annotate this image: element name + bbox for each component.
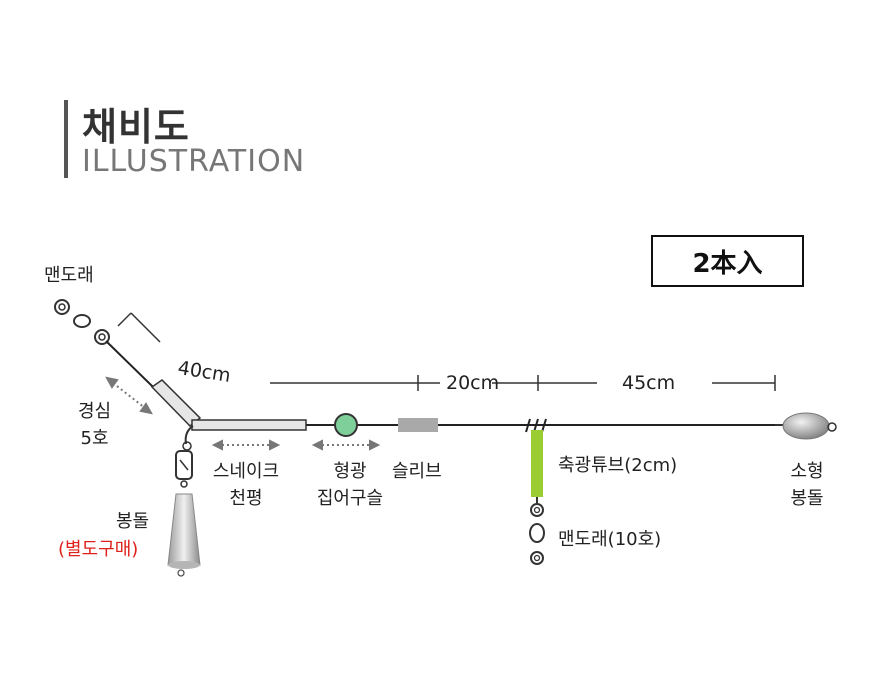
arm-dimension-tick [117,312,161,343]
core-line-label: 경심 5호 [78,398,111,452]
snake-arm-horizontal [191,419,307,431]
bead-label: 형광 집어구슬 [310,458,390,512]
bead-label-1: 형광 [333,461,367,482]
title-accent-bar [64,100,68,178]
sleeve-label: 슬리브 [392,461,442,482]
sleeve [398,418,438,432]
page-title: 채비도 [82,105,190,149]
top-swivel [54,299,110,345]
bottom-swivel [529,497,545,565]
small-sinker [775,412,837,440]
core-line-label-1: 경심 [78,401,112,422]
small-sinker-label-2: 봉돌 [790,488,824,509]
quantity-badge: 2本入 [651,235,804,287]
bead [334,413,358,437]
core-line-label-2: 5호 [80,428,109,449]
snake-balance-label-1: 스네이크 [212,461,280,482]
sinker-clip [175,425,194,488]
pyramid-sinker [167,493,201,577]
bead-label-2: 집어구슬 [316,488,384,509]
snake-arrow [211,439,281,451]
small-sinker-label-1: 소형 [790,461,824,482]
luminous-tube [531,430,543,497]
snake-balance-label-2: 천평 [229,488,263,509]
top-swivel-label: 맨도래 [44,265,94,286]
knot-marks [525,418,547,433]
mid-length-label: 20cm [446,372,500,394]
core-line-arrow [105,376,153,415]
tube-label: 축광튜브(2cm) [558,455,678,476]
mid-dimension-line [270,375,776,391]
end-length-label: 45cm [622,372,676,394]
sinker-sold-separately-label: (별도구매) [58,539,139,560]
page-subtitle: ILLUSTRATION [82,144,306,179]
snake-balance-label: 스네이크 천평 [206,458,286,512]
small-sinker-label: 소형 봉돌 [782,458,832,512]
bead-arrow [311,439,381,451]
snake-arm-diagonal [150,379,202,428]
sinker-label: 봉돌 [116,511,150,532]
bottom-swivel-label: 맨도래(10호) [558,529,662,550]
